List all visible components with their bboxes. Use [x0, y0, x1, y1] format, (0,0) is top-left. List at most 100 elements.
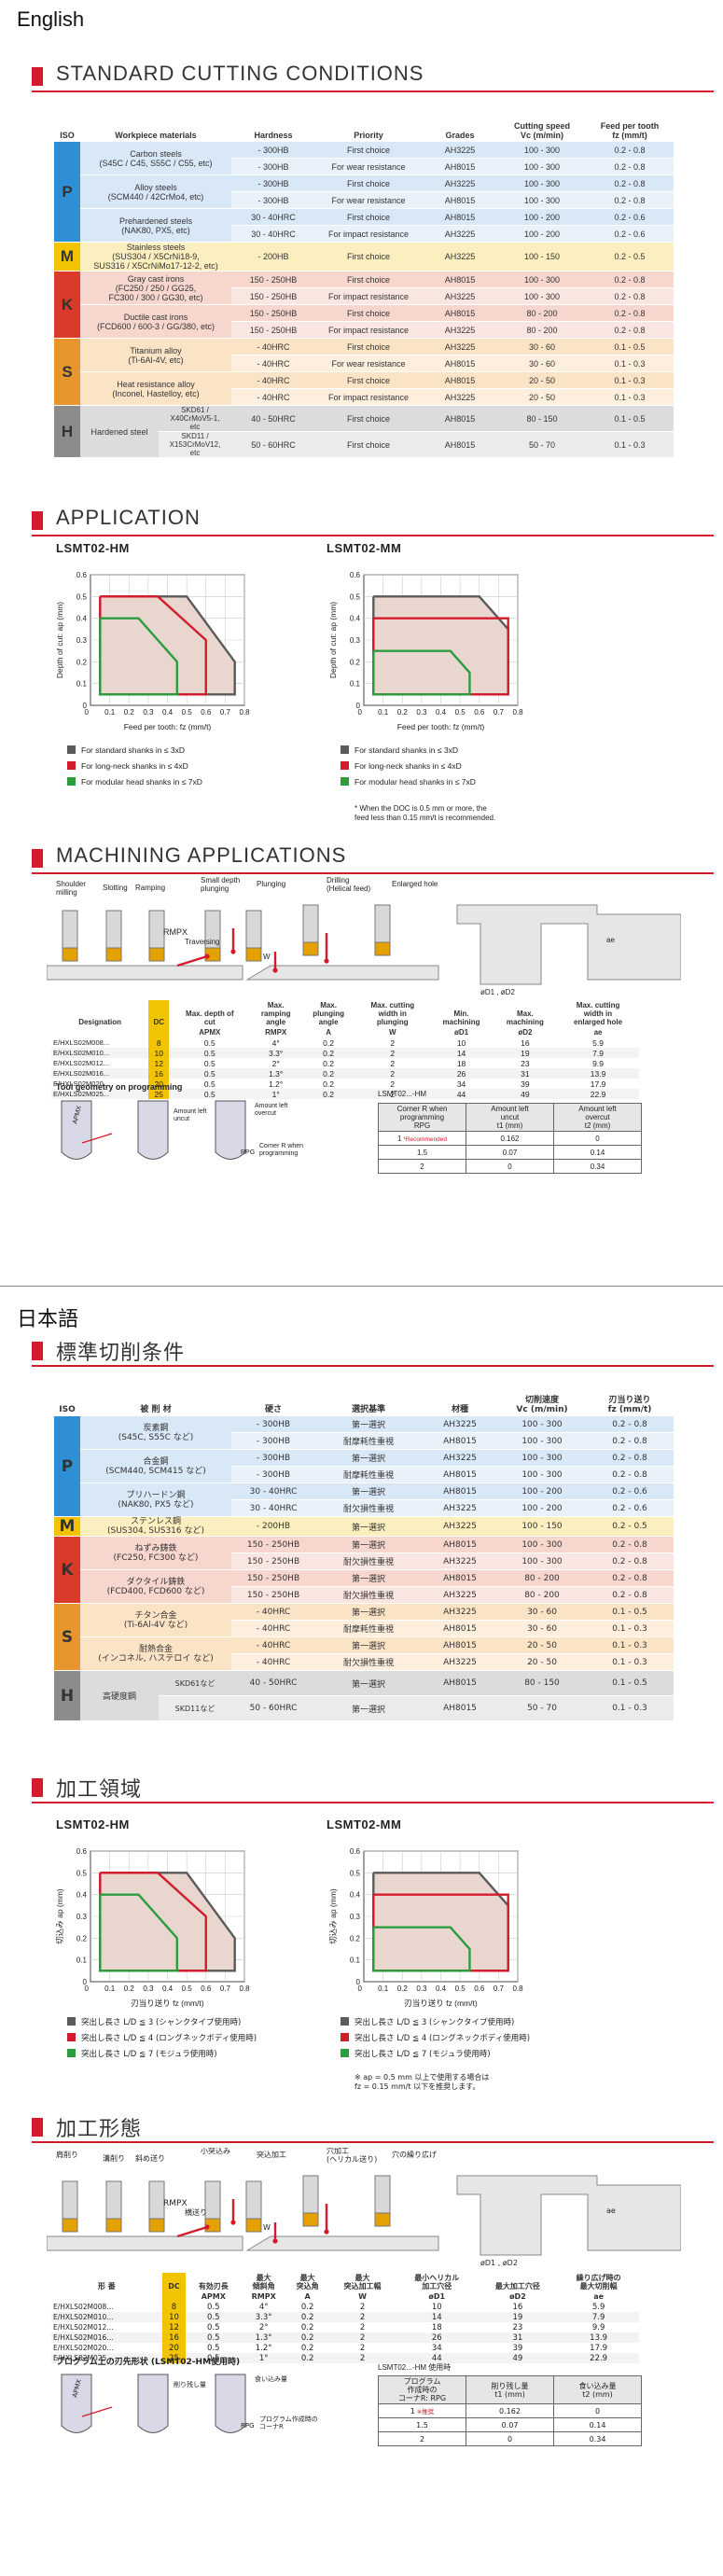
operation-label: 穴の繰り広げ [392, 2150, 437, 2159]
ae-cell: 5.9 [592, 1037, 604, 1048]
grade-cell: AH8015 [422, 191, 498, 209]
w-cell: 2 [390, 1089, 396, 1099]
legend-item: For modular head shanks in ≤ 7xD [341, 776, 476, 792]
x-tick-label: 0.4 [162, 1984, 174, 1993]
priority-cell: 耐欠損性重視 [315, 1499, 422, 1517]
rpg-title-jp: LSMT02...-HM 使用時 [378, 2363, 452, 2372]
feed-cell: 0.1 - 0.5 [586, 338, 674, 355]
d2-cell: 31 [521, 1068, 530, 1079]
header-cell: 最大傾斜角 [252, 2274, 275, 2291]
y-tick-label: 0 [83, 702, 88, 710]
header-iso: ISO [60, 131, 75, 140]
d2-cell: 23 [521, 1058, 530, 1068]
priority-cell: First choice [315, 271, 422, 288]
a-cell: 0.2 [323, 1079, 334, 1089]
subheader-cell: ae [593, 2292, 605, 2301]
feed-cell: 0.2 - 0.8 [586, 304, 674, 322]
ae-cell: 22.9 [590, 1089, 606, 1099]
y-tick-label: 0.6 [350, 571, 361, 579]
rmpx-cell: 1° [258, 2353, 269, 2363]
speed-cell: 80 - 150 [498, 405, 586, 432]
apmx-arrow [81, 2406, 113, 2417]
x-tick-label: 0.6 [474, 1984, 485, 1993]
hardness-cell: - 200HB [231, 242, 315, 272]
dc-cell: 12 [161, 2322, 187, 2332]
header-cell: 最小ヘリカル加工穴径 [414, 2274, 460, 2291]
operation-label: plunging [201, 884, 229, 893]
priority-cell: 耐欠損性重視 [315, 1653, 422, 1671]
priority-cell: For impact resistance [315, 321, 422, 339]
w-cell: 2 [359, 2322, 366, 2332]
x-tick-label: 0.4 [436, 708, 447, 717]
x-tick-label: 0.5 [182, 708, 193, 717]
y-tick-label: 0.5 [350, 1869, 361, 1877]
d2-cell: 16 [521, 1037, 530, 1048]
legend-item: 突出し長さ L/D ≦ 4 (ロングネックボディ使用時) [67, 2033, 257, 2049]
feed-cell: 0.2 - 0.8 [586, 1449, 674, 1467]
tool-shape-a [61, 1100, 92, 1160]
legend-swatch [67, 777, 76, 786]
d2-cell: 31 [512, 2332, 523, 2343]
header-cell: DC [161, 2273, 187, 2291]
hardness-cell: 150 - 250HB [231, 271, 315, 288]
y-tick-label: 0.2 [350, 1934, 361, 1942]
header-cell: Designation [78, 1018, 121, 1026]
designation-cell: E/HXLS02M020... [53, 2344, 114, 2352]
legend-item: 突出し長さ L/D ≦ 3 (シャンクタイプ使用時) [67, 2017, 257, 2033]
legend-swatch [341, 745, 349, 754]
y-tick-label: 0.6 [76, 1847, 88, 1856]
workpiece [456, 2175, 681, 2256]
w-label: W [263, 2223, 271, 2232]
w-cell: 2 [359, 2302, 366, 2312]
hardness-cell: 30 - 40HRC [231, 225, 315, 243]
legend-item: For standard shanks in ≤ 3xD [341, 745, 476, 760]
operation-label: Ramping [135, 884, 165, 892]
d1-cell: 26 [431, 2332, 442, 2343]
legend-swatch [67, 745, 76, 754]
priority-cell: First choice [315, 174, 422, 192]
rmpx-cell: 2° [258, 2322, 269, 2332]
header-material: Workpiece materials [115, 131, 197, 140]
a-cell: 0.2 [323, 1089, 334, 1099]
x-tick-label: 0.8 [239, 708, 250, 717]
d2-cell: 39 [512, 2343, 523, 2353]
priority-cell: 第一選択 [315, 1536, 422, 1553]
feed-cell: 0.2 - 0.8 [586, 271, 674, 288]
y-tick-label: 0.1 [76, 1956, 88, 1965]
subheader-cell: øD1 [453, 1028, 469, 1037]
d1-label: øD1 , øD2 [480, 988, 515, 996]
dc-cell: 25 [148, 1089, 170, 1099]
rmpx-cell: 1.3° [255, 2332, 272, 2343]
speed-cell: 100 - 200 [498, 1483, 586, 1500]
designation-cell: E/HXLS02M025... [53, 1090, 110, 1098]
section-marker [32, 849, 43, 868]
operation-label: (ヘリカル送り) [327, 2154, 377, 2164]
speed-cell: 80 - 200 [498, 1586, 586, 1604]
feed-cell: 0.1 - 0.3 [586, 431, 674, 458]
tool-annotation: プログラム作成時の [259, 2415, 318, 2423]
feed-cell: 0.2 - 0.8 [586, 158, 674, 175]
designation-cell: E/HXLS02M008... [53, 1038, 110, 1047]
grade-cell: AH8015 [422, 1536, 498, 1553]
tool-geometry-title-jp: プログラム上の刃先形状 (LSMT02-HM使用時) [56, 2358, 241, 2367]
section-rule [32, 872, 714, 874]
tool-shape-c [215, 2374, 246, 2433]
iso-badge-m: M [54, 242, 80, 272]
w-cell: 2 [390, 1037, 396, 1048]
speed-cell: 80 - 200 [498, 1569, 586, 1587]
chart-title-hm: LSMT02-HM [56, 541, 130, 555]
x-tick-label: 0.4 [162, 708, 174, 717]
speed-cell: 100 - 300 [498, 191, 586, 209]
x-tick-label: 0.5 [455, 708, 466, 717]
priority-cell: First choice [315, 304, 422, 322]
y-tick-label: 0.3 [350, 636, 361, 645]
grade-cell: AH3225 [422, 338, 498, 355]
